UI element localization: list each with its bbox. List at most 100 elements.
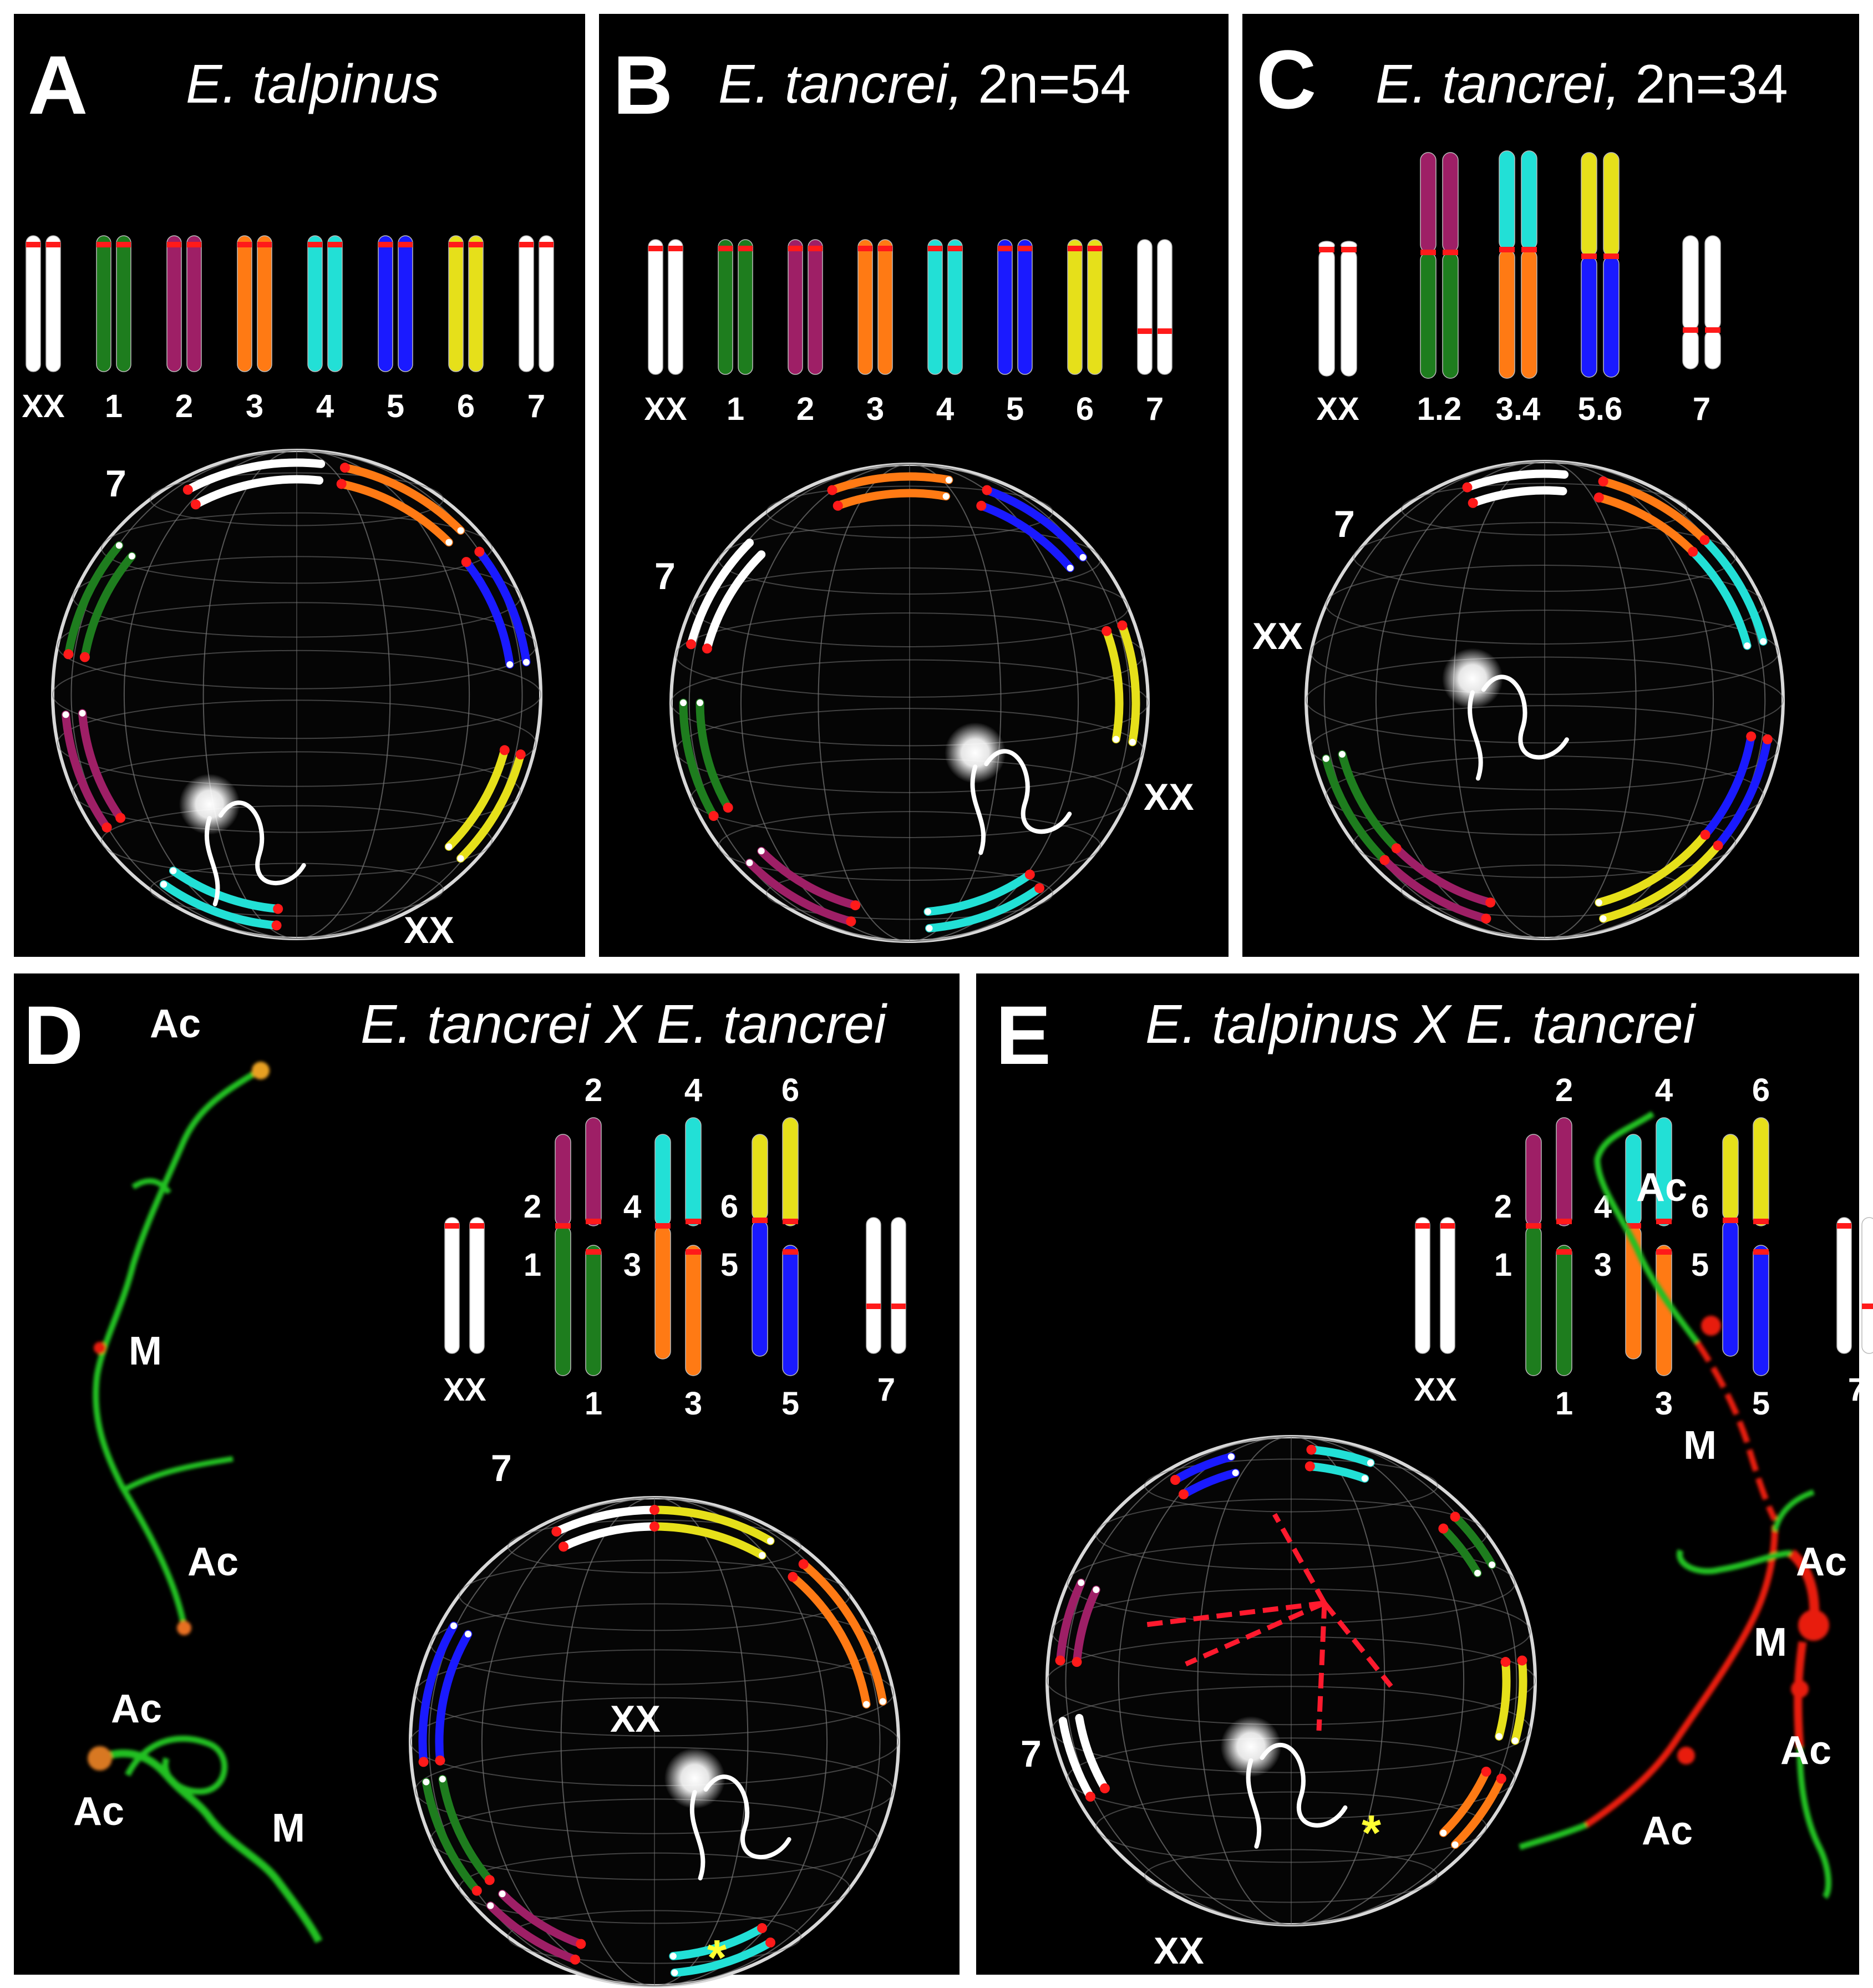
telomere-dot (671, 1969, 678, 1976)
centromere-dot (336, 479, 347, 489)
xx-bivalent (1246, 1758, 1262, 1849)
chromosome-2 (788, 239, 803, 375)
centromere-dot (576, 1939, 586, 1949)
sphere-gridline (507, 1910, 801, 1964)
centromere-dot (1481, 914, 1491, 924)
chromosome-5 (1017, 239, 1033, 375)
telomere-dot (439, 1776, 446, 1783)
bivalent-arc (191, 475, 324, 509)
sphere-gridline (72, 751, 521, 833)
telomere-dot (1474, 1570, 1481, 1576)
unfused-chromosome (1656, 1245, 1672, 1376)
centromere-mark (1068, 246, 1082, 251)
bivalent-arc (435, 1630, 473, 1765)
centromere-mark (1440, 1223, 1455, 1229)
telomere-dot (680, 699, 687, 706)
centromere-dot (1055, 1655, 1065, 1666)
karyotype-label-bottom: 1 (1555, 1386, 1573, 1422)
telomere-dot (115, 542, 123, 549)
telomere-dot (746, 539, 753, 546)
centromere-mark (586, 1219, 601, 1224)
bivalent-arc (456, 750, 525, 863)
karyotype-label-1: 1 (727, 391, 744, 427)
bivalent-arc (1056, 1578, 1085, 1665)
centromere-dot (1102, 626, 1112, 636)
centromere-dot (570, 1954, 581, 1965)
chromosome-5 (378, 235, 393, 372)
sphere-gridline (1375, 461, 1714, 939)
bivalent-arc (341, 463, 465, 535)
telomere-dot (445, 539, 453, 546)
chromosome-5 (997, 239, 1013, 375)
centromere-dot (273, 904, 283, 914)
centromere-mark (783, 1249, 798, 1255)
bivalent-arc (1463, 469, 1569, 492)
karyotype-label-xx: XX (443, 1372, 486, 1408)
centromere-mark (1341, 247, 1357, 252)
centromere-dot (1391, 843, 1402, 854)
unfused-chromosome (685, 1117, 702, 1226)
chromosome-7 (539, 235, 554, 372)
bivalent-arc (1595, 830, 1710, 907)
telomere-dot (924, 908, 931, 915)
chromosome-arm (1521, 150, 1537, 250)
centromere-dot (115, 813, 126, 823)
chromosome-4 (327, 235, 343, 372)
unfused-chromosome (1556, 1117, 1572, 1226)
xx-bivalent (218, 800, 306, 885)
karyotype-label-7: 7 (1848, 1372, 1866, 1408)
sphere-gridline (690, 758, 1129, 838)
bivalent-arc (1688, 547, 1752, 650)
centromere-dot (1099, 1783, 1110, 1793)
centromere-dot (1117, 620, 1128, 631)
sphere-gridline (1401, 483, 1688, 536)
panel-e-title: E. talpinus X E. tancrei (1145, 993, 1697, 1054)
panel-e-label-7: 7 (1021, 1733, 1042, 1775)
sphere-gridline (101, 512, 493, 584)
chromosome-arm (1499, 249, 1515, 379)
bivalent-arc (977, 501, 1075, 572)
telomere-dot (1495, 1733, 1503, 1740)
bivalent-arc (184, 458, 326, 494)
sphere-gridline (1144, 1458, 1438, 1513)
chromosome-arm (1603, 152, 1620, 257)
chromosome-6 (1087, 239, 1103, 375)
centromere-dot (1450, 1512, 1460, 1522)
centromere-mark (686, 1219, 701, 1224)
sphere-gridline (1323, 461, 1766, 939)
centromere-mark (1753, 1249, 1769, 1255)
centromere-mark (1420, 250, 1436, 255)
sphere-gridline (1375, 461, 1714, 939)
centromere-dot (1034, 883, 1045, 894)
panel-e-label-xx: XX (1154, 1930, 1204, 1972)
centromere-dot (1481, 1766, 1491, 1777)
telomere-dot (1488, 1561, 1495, 1568)
karyotype-label-bottom: 5 (781, 1386, 799, 1422)
chromosome-4 (947, 239, 963, 375)
panel-b-label-7: 7 (654, 555, 676, 597)
centromere-dot (1306, 1444, 1317, 1455)
chromosome-x (1415, 1217, 1430, 1354)
centromere-mark (783, 1219, 798, 1224)
bivalent-arc (1451, 1774, 1506, 1849)
telomere-dot (316, 477, 323, 484)
centromere-mark (948, 246, 962, 251)
panel-d-label-xx: XX (610, 1698, 661, 1740)
xx-bivalent (1481, 674, 1569, 760)
sphere-gridline (428, 1497, 881, 1986)
centromere-dot (686, 639, 696, 650)
centromere-mark (891, 1304, 906, 1309)
telomere-dot (926, 925, 933, 932)
panel-d-label-7: 7 (491, 1447, 512, 1489)
karyotype-label-XX: XX (644, 391, 687, 427)
sex-body-glow (1441, 648, 1503, 709)
centromere-mark (445, 1223, 459, 1229)
chromosome-1 (96, 235, 111, 372)
unfused-chromosome (1656, 1117, 1672, 1226)
centromere-dot (1179, 1489, 1189, 1499)
telomere-dot (62, 711, 69, 718)
bivalent-arc (1058, 1717, 1095, 1801)
sphere-gridline (818, 464, 1002, 942)
karyotype-label: 1.2 (1417, 391, 1462, 427)
